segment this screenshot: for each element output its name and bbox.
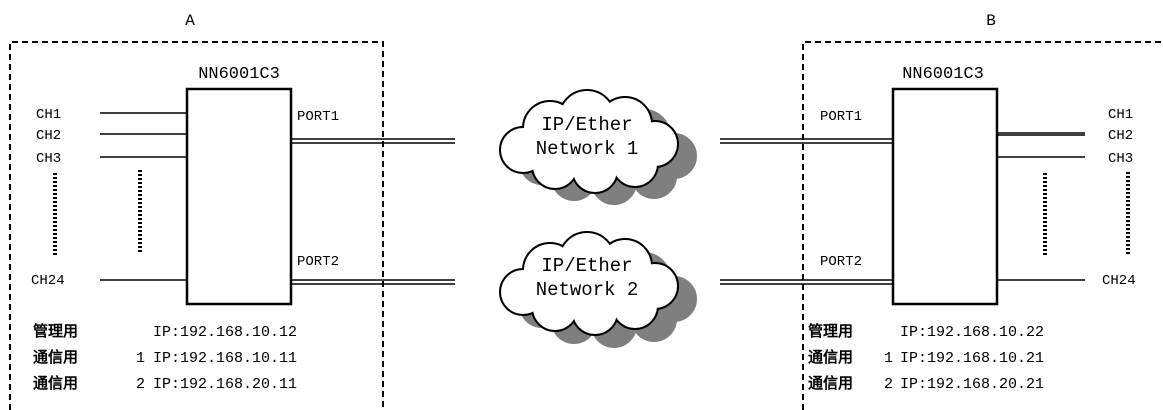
site-b-ch1-label: CH1	[1108, 107, 1133, 123]
site-a-port1-label: PORT1	[297, 109, 339, 125]
site-b-boundary	[802, 41, 1163, 410]
site-b-comm1-ip: IP:192.168.10.21	[900, 350, 1044, 367]
site-b-comm2-num: 2	[884, 376, 893, 393]
site-a-ch1-label: CH1	[36, 107, 61, 123]
site-b-ch24-label: CH24	[1102, 273, 1136, 289]
port2-link	[291, 279, 893, 285]
site-b-ch2-label: CH2	[1108, 128, 1133, 144]
site-a-boundary	[9, 41, 384, 410]
site-b-comm1-label: 通信用	[808, 348, 853, 366]
network-1-line2: Network 1	[536, 138, 639, 160]
site-b-ch3-label: CH3	[1108, 151, 1133, 167]
site-a-ch24-label: CH24	[31, 273, 65, 289]
site-b-port2-label: PORT2	[820, 254, 862, 270]
port1-link	[291, 138, 893, 144]
network-1-cloud: IP/Ether Network 1	[499, 89, 697, 205]
site-b-port1-label: PORT1	[820, 109, 862, 125]
site-b-device-box	[891, 87, 999, 306]
site-a-comm2-num: 2	[136, 376, 145, 393]
site-a-label: A	[185, 12, 195, 30]
site-b-comm2-label: 通信用	[808, 374, 853, 392]
network-2-line1: IP/Ether	[541, 255, 632, 277]
site-b-device-name: NN6001C3	[902, 65, 984, 84]
site-a-port2-label: PORT2	[297, 254, 339, 270]
site-a-comm2-label: 通信用	[33, 374, 78, 392]
site-b: B NN6001C3 CH1 CH2 CH3 CH24 PORT1 PORT2 …	[802, 12, 1163, 410]
site-b-comm2-ip: IP:192.168.20.21	[900, 376, 1044, 393]
network-2-cloud: IP/Ether Network 2	[499, 231, 697, 348]
site-a-comm2-ip: IP:192.168.20.11	[153, 376, 297, 393]
site-a-mgmt-ip: IP:192.168.10.12	[153, 324, 297, 341]
site-a-ch2-label: CH2	[36, 128, 61, 144]
site-a-comm1-ip: IP:192.168.10.11	[153, 350, 297, 367]
site-a: A NN6001C3 CH1 CH2 CH3 CH24 PORT1 PORT2 …	[9, 12, 384, 410]
site-a-device-name: NN6001C3	[198, 65, 280, 84]
network-2-line2: Network 2	[536, 279, 639, 301]
site-a-ch3-label: CH3	[36, 151, 61, 167]
site-b-mgmt-label: 管理用	[808, 322, 853, 340]
site-a-device-box	[185, 87, 293, 306]
site-b-mgmt-ip: IP:192.168.10.22	[900, 324, 1044, 341]
site-b-label: B	[986, 12, 996, 30]
site-a-comm1-label: 通信用	[33, 348, 78, 366]
site-a-comm1-num: 1	[136, 350, 145, 367]
site-b-comm1-num: 1	[884, 350, 893, 367]
site-a-mgmt-label: 管理用	[33, 322, 78, 340]
network-1-line1: IP/Ether	[541, 114, 632, 136]
